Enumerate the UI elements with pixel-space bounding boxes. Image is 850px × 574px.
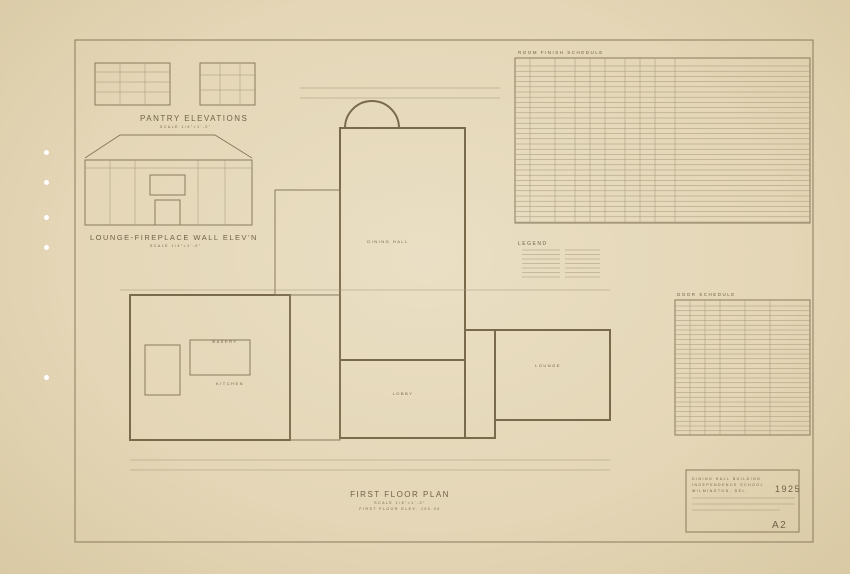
plan-title: FIRST FLOOR PLAN [350,490,450,499]
pantry-elevations: PANTRY ELEVATIONS SCALE 1/4"=1'-0" [94,62,256,129]
border-frame [74,39,814,543]
punch-hole [44,375,49,380]
door-schedule: DOOR SCHEDULE [674,292,811,436]
punch-hole [44,150,49,155]
room-label-lounge: LOUNGE [535,363,561,368]
room-label-bakery: BAKERY [212,339,237,344]
legend-title: LEGEND [518,241,548,247]
punch-hole [44,245,49,250]
finish-schedule-title: ROOM FINISH SCHEDULE [518,50,604,55]
lounge-scale: SCALE 1/4"=1'-0" [150,244,202,248]
plan-note: FIRST FLOOR ELEV. 100.00 [359,507,440,511]
room-finish-schedule: ROOM FINISH SCHEDULE [514,50,811,224]
room-label-kitchen: KITCHEN [216,381,244,386]
punch-hole [44,215,49,220]
dining-hall-walls [339,127,466,361]
room-label-dining-hall: DINING HALL [367,239,409,244]
title-block-line1: DINING HALL BUILDING [692,477,761,481]
lounge-fireplace-elevation: LOUNGE-FIREPLACE WALL ELEV'N SCALE 1/4"=… [84,134,258,248]
punch-hole [44,180,49,185]
lounge-elevation-title: LOUNGE-FIREPLACE WALL ELEV'N [90,233,258,242]
pantry-elevations-title: PANTRY ELEVATIONS [140,114,248,123]
pantry-scale: SCALE 1/4"=1'-0" [160,125,212,129]
plan-scale: SCALE 1/8"=1'-0" [374,501,426,505]
title-block-line3: WILMINGTON, DEL. [692,489,748,493]
first-floor-plan: DINING HALL LOBBY LOUNGE KITCHEN BAKERY … [120,87,611,511]
legend: LEGEND [518,241,600,278]
title-block-line2: INDEPENDENCE SCHOOL [692,483,764,487]
title-block-year: 1925 [775,484,801,494]
room-label-lobby: LOBBY [393,391,414,396]
door-schedule-title: DOOR SCHEDULE [677,292,736,297]
sheet-number: A2 [772,520,787,531]
title-block: DINING HALL BUILDING INDEPENDENCE SCHOOL… [685,469,801,533]
